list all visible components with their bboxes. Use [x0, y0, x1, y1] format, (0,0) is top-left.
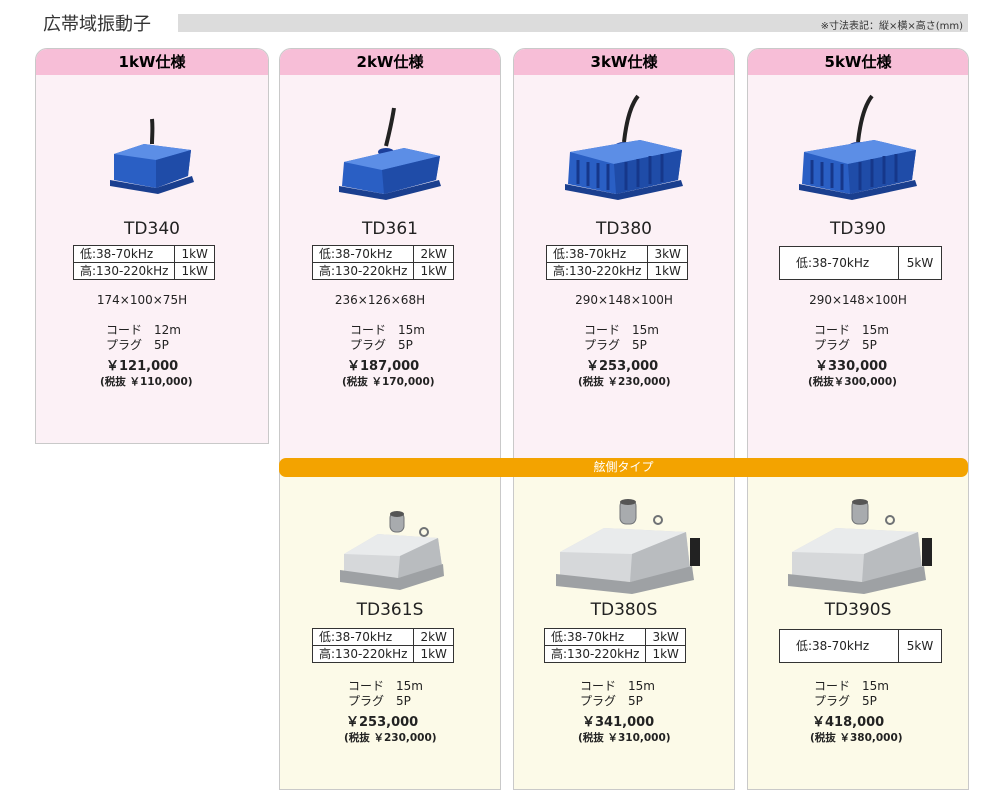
low-power: 5kW: [898, 629, 942, 663]
plug-type: プラグ 5P: [350, 338, 413, 352]
high-frequency: 高:130-220kHz: [311, 262, 415, 280]
dimension-note: ※寸法表記：縦×横×高さ(mm): [820, 21, 963, 32]
model-name: TD390: [830, 219, 886, 239]
high-power: 1kW: [174, 262, 215, 280]
price-tax-excluded: (税抜 ￥230,000): [344, 732, 437, 744]
tab-2kw[interactable]: 2kW仕様: [280, 49, 500, 75]
price-tax-excluded: (税抜 ￥380,000): [810, 732, 903, 744]
price-tax-excluded: (税抜 ￥170,000): [342, 376, 435, 388]
title-bar: [178, 14, 968, 32]
cord-length: コード 15m: [814, 323, 889, 337]
price: ￥253,000: [346, 715, 419, 730]
tab-3kw[interactable]: 3kW仕様: [514, 49, 734, 75]
high-power: 1kW: [413, 262, 454, 280]
high-frequency: 高:130-220kHz: [311, 645, 415, 663]
model-name: TD340: [124, 219, 180, 239]
model-name: TD380: [596, 219, 652, 239]
price-tax-excluded: (税抜 ￥110,000): [100, 376, 193, 388]
model-name: TD380S: [590, 600, 658, 620]
low-power: 2kW: [413, 245, 454, 263]
dimensions: 290×148×100H: [575, 293, 673, 307]
price: ￥121,000: [106, 359, 179, 374]
cord-length: コード 15m: [350, 323, 425, 337]
plug-type: プラグ 5P: [584, 338, 647, 352]
blue-transducer-icon: [799, 94, 917, 200]
plug-type: プラグ 5P: [814, 694, 877, 708]
low-frequency: 低:38-70kHz: [543, 628, 647, 646]
cord-length: コード 15m: [580, 679, 655, 693]
high-frequency: 高:130-220kHz: [72, 262, 176, 280]
price-tax-excluded: (税抜 ￥230,000): [578, 376, 671, 388]
tab-1kw[interactable]: 1kW仕様: [36, 49, 268, 75]
high-power: 1kW: [647, 262, 688, 280]
cord-length: コード 15m: [814, 679, 889, 693]
page-title: 広帯域振動子: [43, 14, 151, 35]
blue-transducer-icon: [565, 94, 683, 200]
price: ￥418,000: [812, 715, 885, 730]
price-tax-excluded: (税抜 ￥310,000): [578, 732, 671, 744]
plug-type: プラグ 5P: [348, 694, 411, 708]
high-power: 1kW: [645, 645, 686, 663]
low-frequency: 低:38-70kHz: [72, 245, 176, 263]
price: ￥253,000: [586, 359, 659, 374]
low-power: 2kW: [413, 628, 454, 646]
plug-type: プラグ 5P: [814, 338, 877, 352]
plug-type: プラグ 5P: [106, 338, 169, 352]
low-power: 5kW: [898, 246, 942, 280]
high-power: 1kW: [413, 645, 454, 663]
side-mount-type-bar: 舷側タイプ: [279, 458, 968, 477]
silver-transducer-icon: [788, 499, 932, 594]
tab-5kw[interactable]: 5kW仕様: [748, 49, 968, 75]
cord-length: コード 12m: [106, 323, 181, 337]
dimensions: 290×148×100H: [809, 293, 907, 307]
high-frequency: 高:130-220kHz: [545, 262, 649, 280]
high-frequency: 高:130-220kHz: [543, 645, 647, 663]
cord-length: コード 15m: [584, 323, 659, 337]
model-name: TD361S: [356, 600, 424, 620]
dimensions: 174×100×75H: [96, 293, 188, 307]
low-frequency: 低:38-70kHz: [311, 245, 415, 263]
low-power: 3kW: [645, 628, 686, 646]
low-power: 3kW: [647, 245, 688, 263]
cord-length: コード 15m: [348, 679, 423, 693]
low-power: 1kW: [174, 245, 215, 263]
model-name: TD361: [362, 219, 418, 239]
low-frequency: 低:38-70kHz: [545, 245, 649, 263]
model-name: TD390S: [824, 600, 892, 620]
blue-transducer-icon: [110, 118, 194, 194]
price: ￥330,000: [815, 359, 888, 374]
price: ￥187,000: [347, 359, 420, 374]
low-frequency: 低:38-70kHz: [779, 246, 899, 280]
low-frequency: 低:38-70kHz: [311, 628, 415, 646]
silver-transducer-icon: [556, 499, 700, 594]
price: ￥341,000: [582, 715, 655, 730]
low-frequency: 低:38-70kHz: [779, 629, 899, 663]
silver-transducer-icon: [340, 511, 444, 590]
price-tax-excluded: (税抜￥300,000): [808, 376, 897, 388]
dimensions: 236×126×68H: [334, 293, 426, 307]
plug-type: プラグ 5P: [580, 694, 643, 708]
blue-transducer-icon: [339, 107, 441, 200]
